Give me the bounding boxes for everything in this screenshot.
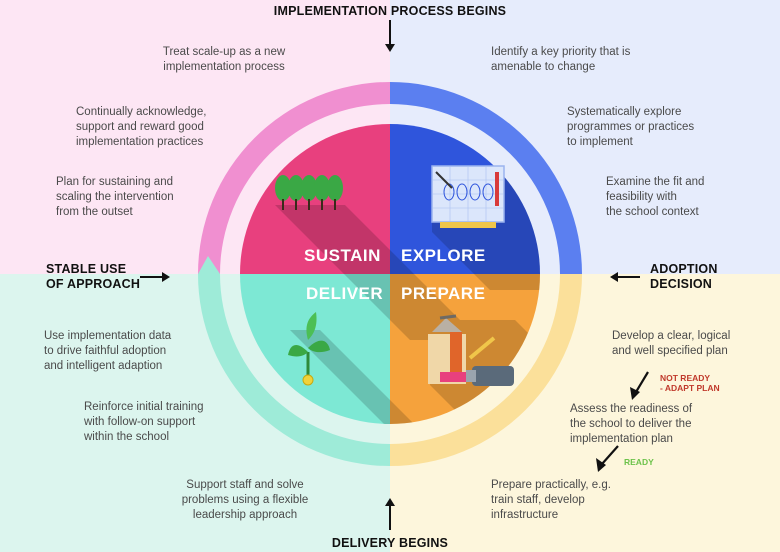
deliver-step-3: Support staff and solve problems using a… — [181, 479, 309, 521]
sprout-icon — [288, 312, 330, 386]
explore-step-3: Examine the fit and feasibility with the… — [606, 176, 705, 218]
delivery-begins-header: DELIVERY BEGINS — [331, 536, 449, 550]
stable-use-line2: OF APPROACH — [46, 277, 141, 291]
sustain-step-2: Continually acknowledge, support and rew… — [76, 106, 207, 148]
not-ready-note: NOT READY - ADAPT PLAN — [660, 373, 720, 393]
prepare-step-3: Prepare practically, e.g. train staff, d… — [491, 479, 611, 521]
sustain-step-3: Plan for sustaining and scaling the inte… — [56, 176, 174, 218]
ring-explore-arrow — [390, 82, 582, 292]
ring-deliver-arrow — [198, 256, 390, 466]
explore-label: EXPLORE — [401, 246, 486, 265]
stable-use-header: STABLE USE OF APPROACH — [46, 262, 140, 292]
deliver-label: DELIVER — [306, 284, 384, 303]
prepare-step-1: Develop a clear, logical and well specif… — [612, 330, 731, 357]
adoption-decision-line1: ADOPTION — [650, 262, 718, 276]
trees-icon — [275, 175, 343, 210]
blueprint-icon — [431, 165, 505, 228]
implementation-begins-header: IMPLEMENTATION PROCESS BEGINS — [273, 4, 507, 18]
ring-sustain-arrow — [198, 82, 408, 274]
ready-note: READY — [624, 457, 654, 467]
sustain-label: SUSTAIN — [304, 246, 381, 265]
tools-icon — [428, 314, 514, 386]
explore-step-2: Systematically explore programmes or pra… — [567, 106, 695, 148]
adoption-decision-line2: DECISION — [650, 277, 713, 291]
explore-step-1: Identify a key priority that is amenable… — [491, 46, 631, 73]
sustain-step-1: Treat scale-up as a new implementation p… — [162, 46, 286, 73]
connector-arrows — [140, 20, 649, 530]
adoption-decision-header: ADOPTION DECISION — [650, 262, 718, 292]
sustain-quadrant — [240, 124, 390, 274]
ring-prepare-arrow — [372, 274, 582, 466]
deliver-step-1: Use implementation data to drive faithfu… — [44, 330, 172, 372]
prepare-label: PREPARE — [401, 284, 486, 303]
prepare-step-2: Assess the readiness of the school to de… — [570, 403, 693, 445]
deliver-step-2: Reinforce initial training with follow-o… — [84, 401, 204, 443]
stable-use-line1: STABLE USE — [46, 262, 127, 276]
